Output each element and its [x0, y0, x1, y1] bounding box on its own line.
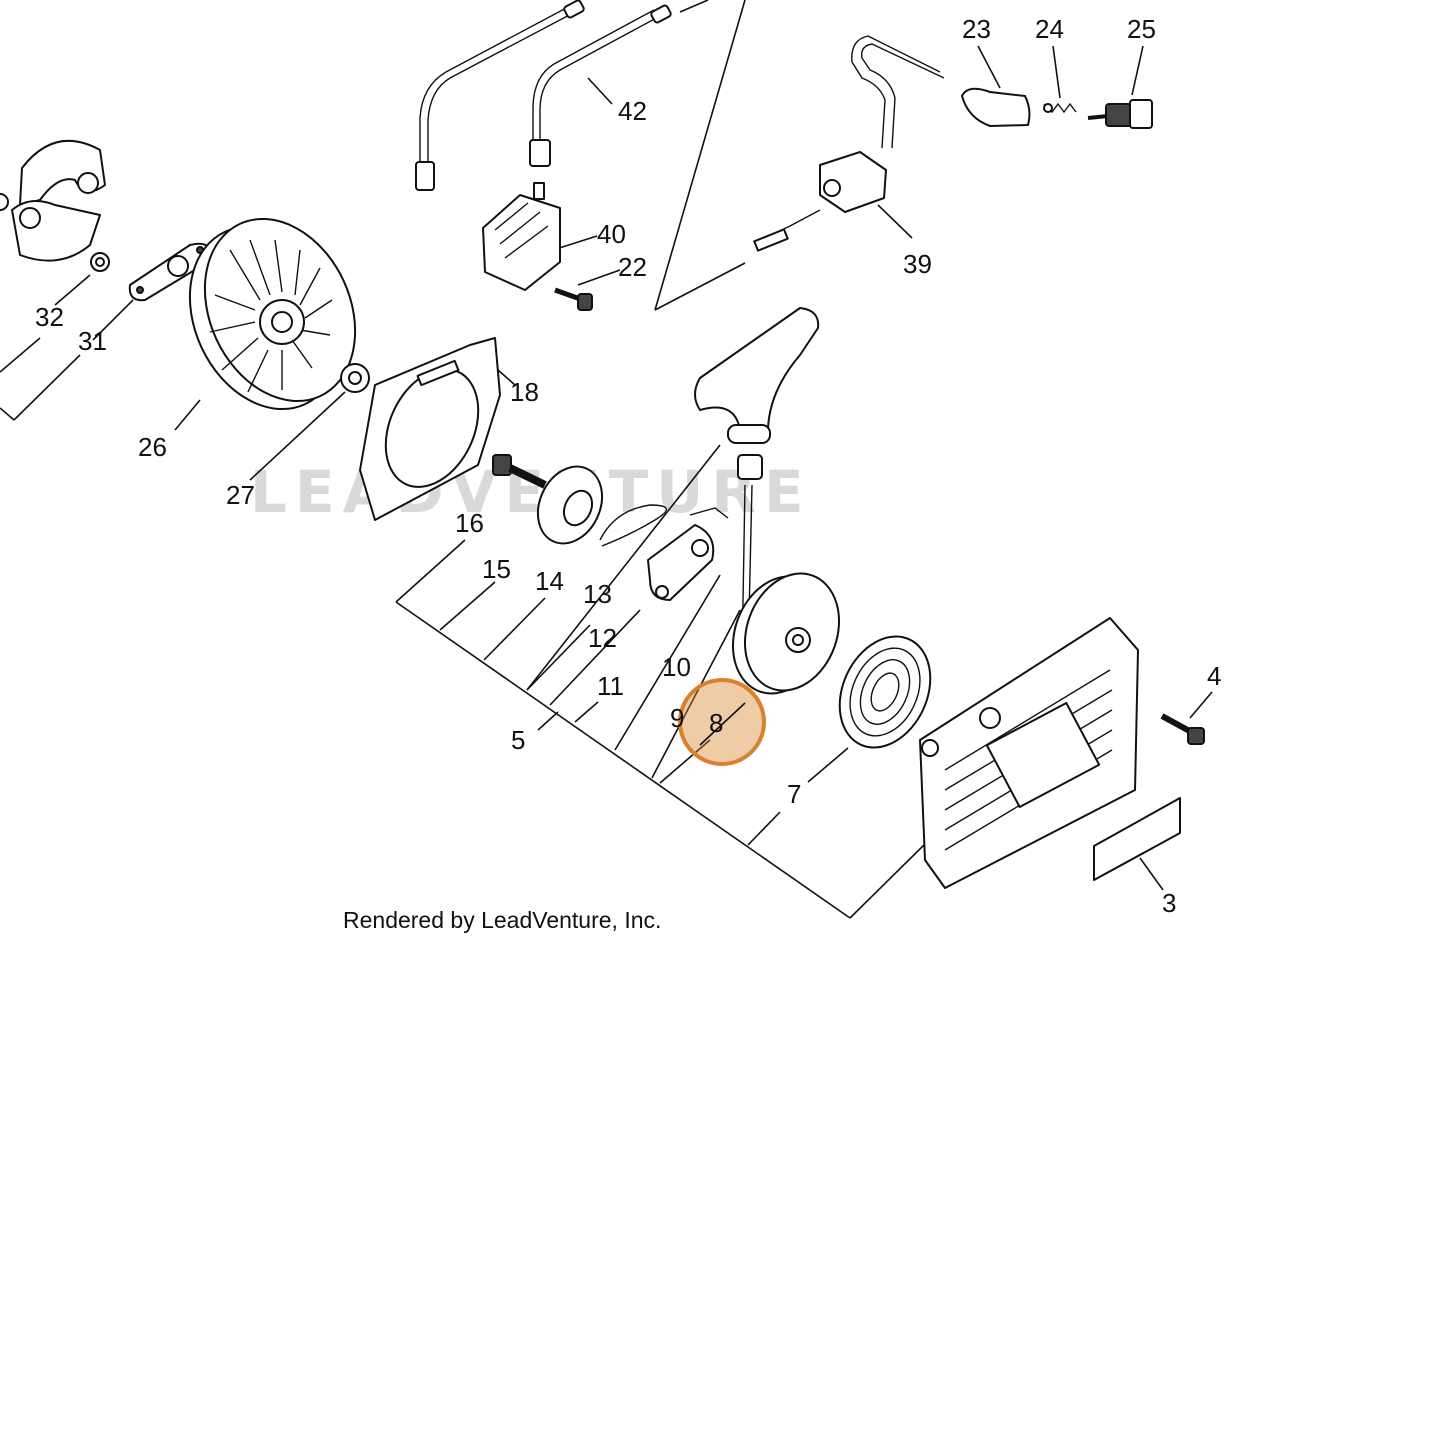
label-10[interactable]: 10	[662, 652, 691, 682]
clip-14	[599, 504, 667, 547]
washer-32	[90, 252, 110, 272]
starter-handle	[694, 307, 820, 480]
nut-27	[340, 363, 370, 393]
ratchet-13	[647, 507, 729, 601]
starter-plate	[359, 337, 501, 521]
wire-harness	[415, 0, 672, 191]
spark-plug	[1087, 99, 1153, 129]
label-11[interactable]: 11	[597, 671, 624, 701]
spring-terminal	[1043, 102, 1077, 114]
callout-labels: 42 23 24 25 40 22 39 32 31 18 26 27 16 1…	[35, 14, 1221, 918]
screw-4	[1160, 713, 1205, 745]
label-39[interactable]: 39	[903, 249, 932, 279]
label-22[interactable]: 22	[618, 252, 647, 282]
decal-3	[1093, 797, 1181, 881]
leader-lines	[0, 0, 1213, 919]
watermark: LEADVENTURE	[250, 458, 812, 526]
spark-plug-boot	[961, 87, 1031, 127]
label-9[interactable]: 9	[670, 703, 684, 733]
label-5[interactable]: 5	[511, 725, 525, 755]
label-42[interactable]: 42	[618, 96, 647, 126]
label-8[interactable]: 8	[709, 708, 723, 738]
label-24[interactable]: 24	[1035, 14, 1064, 44]
credit-text: Rendered by LeadVenture, Inc.	[343, 907, 661, 933]
plate-31	[128, 242, 213, 302]
label-40[interactable]: 40	[597, 219, 626, 249]
label-15[interactable]: 15	[482, 554, 511, 584]
recoil-spring	[838, 635, 932, 749]
ignition-coil	[753, 35, 945, 252]
label-31[interactable]: 31	[78, 326, 107, 356]
label-18[interactable]: 18	[510, 377, 539, 407]
label-25[interactable]: 25	[1127, 14, 1156, 44]
washer-15	[536, 465, 604, 545]
clutch-shoes	[0, 139, 106, 262]
starter-housing	[919, 617, 1139, 889]
label-7[interactable]: 7	[787, 779, 801, 809]
flywheel	[188, 217, 357, 411]
label-26[interactable]: 26	[138, 432, 167, 462]
label-4[interactable]: 4	[1207, 661, 1221, 691]
label-16[interactable]: 16	[455, 508, 484, 538]
label-13[interactable]: 13	[583, 579, 612, 609]
label-14[interactable]: 14	[535, 566, 564, 596]
label-3[interactable]: 3	[1162, 888, 1176, 918]
label-23[interactable]: 23	[962, 14, 991, 44]
label-27[interactable]: 27	[226, 480, 255, 510]
bolt-16	[492, 454, 547, 489]
label-32[interactable]: 32	[35, 302, 64, 332]
screw-22	[554, 287, 593, 311]
starter-pulley	[731, 572, 841, 695]
ignition-module	[482, 182, 561, 291]
label-12[interactable]: 12	[588, 623, 617, 653]
